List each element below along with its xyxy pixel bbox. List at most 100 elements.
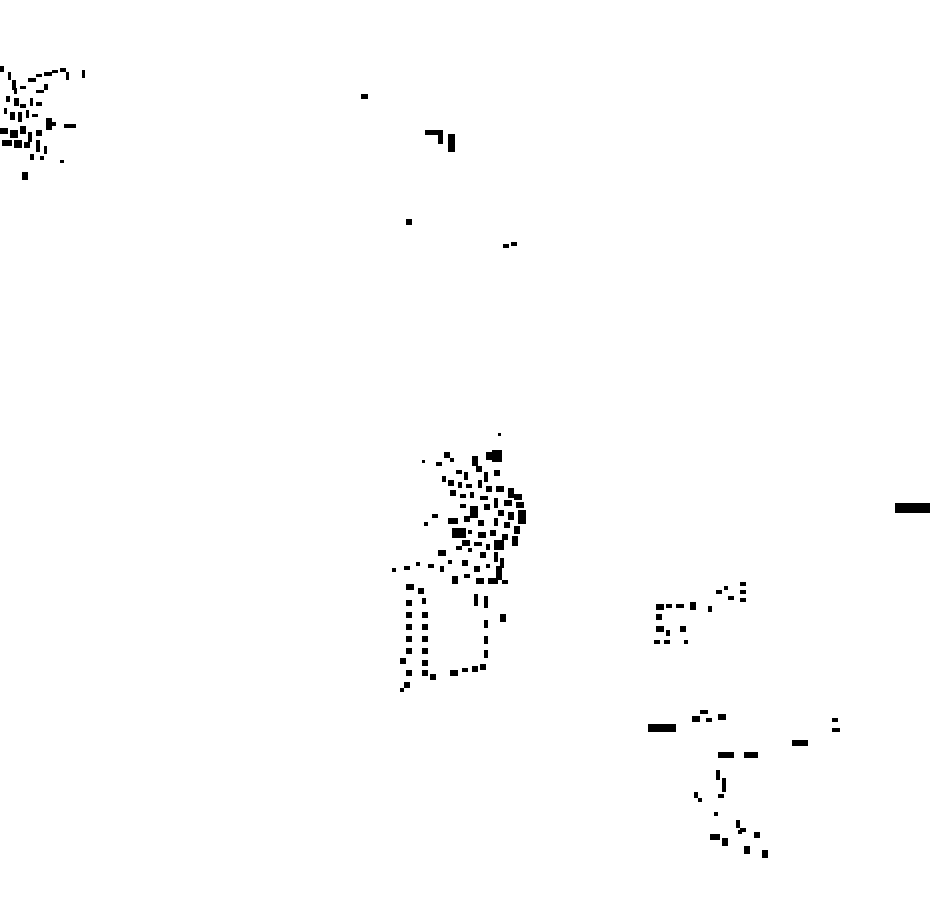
building-footprint xyxy=(474,542,482,546)
building-footprint xyxy=(514,526,520,534)
building-footprint xyxy=(406,219,412,225)
building-footprint xyxy=(472,666,478,672)
building-footprint xyxy=(60,160,64,163)
building-footprint xyxy=(8,72,11,80)
building-footprint xyxy=(436,462,442,466)
building-footprint xyxy=(422,648,428,654)
building-footprint xyxy=(694,792,698,798)
building-footprint xyxy=(36,140,40,152)
building-footprint xyxy=(722,838,728,846)
building-footprint xyxy=(406,670,412,676)
building-footprint xyxy=(52,70,58,73)
building-footprint xyxy=(452,576,458,584)
building-footprint xyxy=(2,140,12,146)
building-footprint xyxy=(496,486,504,492)
building-footprint xyxy=(496,566,502,580)
building-footprint xyxy=(762,850,768,858)
building-footprint xyxy=(724,586,728,590)
building-footprint xyxy=(666,630,670,636)
building-footprint xyxy=(406,648,412,654)
building-footprint xyxy=(500,558,504,568)
building-footprint xyxy=(504,500,512,506)
building-footprint xyxy=(484,596,488,608)
building-footprint xyxy=(36,130,42,136)
north-center-buildings xyxy=(361,94,517,248)
building-footprint xyxy=(486,452,494,460)
building-footprint xyxy=(458,482,462,488)
building-footprint xyxy=(462,560,468,566)
building-footprint xyxy=(450,490,456,496)
building-footprint xyxy=(456,546,462,550)
building-footprint xyxy=(46,118,52,130)
building-footprint xyxy=(422,660,428,666)
building-footprint xyxy=(20,104,26,108)
building-footprint xyxy=(656,604,664,610)
building-footprint xyxy=(422,624,428,630)
building-footprint xyxy=(706,718,712,722)
building-footprint xyxy=(484,636,488,644)
building-footprint xyxy=(32,114,38,117)
building-footprint xyxy=(508,488,514,498)
building-footprint xyxy=(450,670,458,676)
building-footprint xyxy=(503,244,509,248)
building-footprint xyxy=(832,718,838,722)
building-footprint xyxy=(740,598,746,602)
building-footprint xyxy=(470,506,478,518)
building-footprint xyxy=(474,594,478,606)
building-footprint xyxy=(82,70,85,78)
building-footprint xyxy=(464,516,470,522)
central-village xyxy=(392,433,526,692)
building-footprint xyxy=(20,86,26,89)
building-footprint xyxy=(728,596,734,600)
building-footprint xyxy=(744,752,758,758)
building-footprint xyxy=(448,560,452,564)
building-footprint xyxy=(442,476,446,482)
building-footprint xyxy=(474,566,480,572)
building-footprint xyxy=(476,466,482,472)
building-footprint xyxy=(648,724,676,732)
building-footprint xyxy=(36,102,42,106)
building-footprint xyxy=(676,604,684,608)
building-footprint xyxy=(44,146,47,154)
building-footprint xyxy=(36,90,44,93)
building-footprint xyxy=(494,540,504,550)
building-footprint xyxy=(488,578,498,584)
building-footprint xyxy=(718,752,734,758)
building-footprint xyxy=(464,574,470,578)
building-footprint xyxy=(361,94,368,99)
building-footprint xyxy=(66,72,69,80)
building-footprint xyxy=(690,602,696,610)
building-footprint xyxy=(0,66,4,72)
building-footprint xyxy=(440,566,444,572)
building-footprint xyxy=(500,614,506,622)
building-footprint xyxy=(6,96,10,102)
building-footprint xyxy=(468,530,472,534)
building-footprint xyxy=(480,496,488,500)
building-footprint xyxy=(514,494,522,500)
east-building xyxy=(895,503,930,513)
building-footprint xyxy=(490,530,496,536)
building-footprint xyxy=(14,98,19,106)
building-footprint xyxy=(462,540,470,546)
building-footprint xyxy=(416,562,420,566)
building-footprint xyxy=(406,636,412,642)
building-footprint xyxy=(0,128,8,134)
building-footprint xyxy=(448,134,455,152)
northwest-settlement xyxy=(0,66,85,180)
building-footprint xyxy=(10,130,18,138)
building-footprint xyxy=(754,832,760,838)
building-footprint xyxy=(478,520,484,526)
building-footprint xyxy=(504,522,510,528)
building-footprint xyxy=(472,456,478,466)
building-footprint xyxy=(40,156,44,160)
building-footprint xyxy=(422,612,428,618)
building-footprint xyxy=(30,98,33,106)
building-footprint xyxy=(692,716,700,722)
building-footprint xyxy=(450,458,454,462)
building-footprint xyxy=(44,84,48,90)
building-footprint xyxy=(480,552,486,558)
building-footprint xyxy=(460,504,466,508)
building-footprint xyxy=(422,636,428,642)
